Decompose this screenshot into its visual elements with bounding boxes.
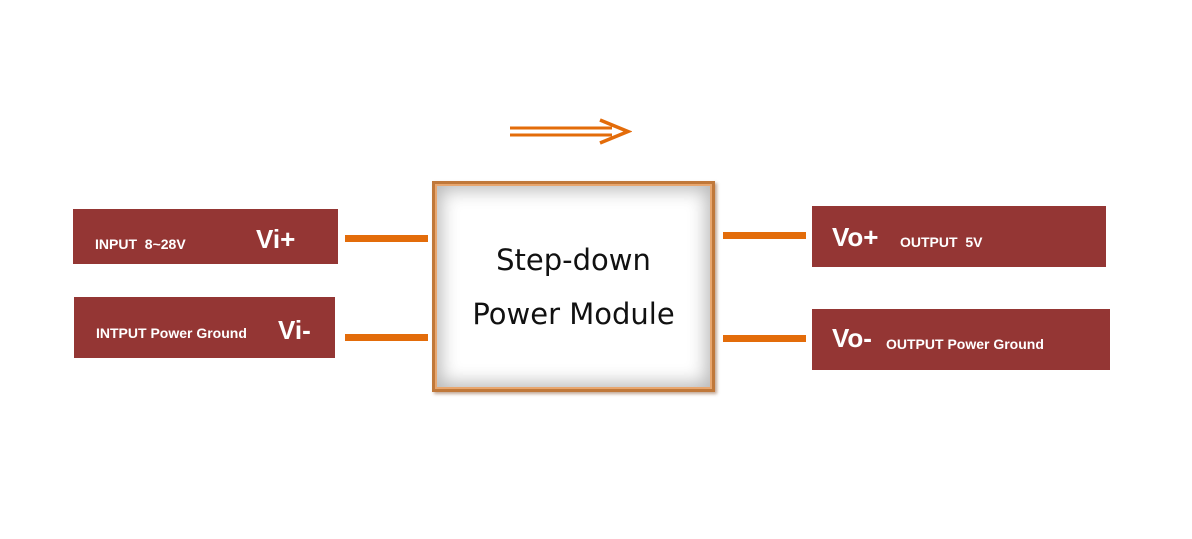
input-positive-label: INPUT 8~28V Vi+ [73, 209, 338, 264]
wire-output-ground [723, 335, 806, 342]
output-positive-desc: OUTPUT 5V [900, 234, 983, 250]
input-positive-desc: INPUT 8~28V [95, 236, 186, 252]
flow-direction-arrow-icon [510, 118, 632, 145]
output-ground-desc: OUTPUT Power Ground [886, 336, 1044, 352]
wire-input-positive [345, 235, 428, 242]
step-down-power-module: Step-down Power Module [432, 181, 715, 392]
input-ground-terminal: Vi- [278, 315, 311, 345]
wire-output-positive [723, 232, 806, 239]
output-ground-terminal: Vo- [832, 323, 872, 353]
input-positive-terminal: Vi+ [256, 224, 296, 254]
output-positive-terminal: Vo+ [832, 222, 879, 252]
output-positive-label: Vo+ OUTPUT 5V [812, 206, 1106, 267]
module-title-line-1: Step-down [496, 242, 651, 277]
output-ground-label: Vo- OUTPUT Power Ground [812, 309, 1110, 370]
module-title-line-2: Power Module [472, 296, 675, 331]
wire-input-ground [345, 334, 428, 341]
input-ground-desc: INTPUT Power Ground [96, 325, 247, 341]
input-ground-label: INTPUT Power Ground Vi- [74, 297, 335, 358]
